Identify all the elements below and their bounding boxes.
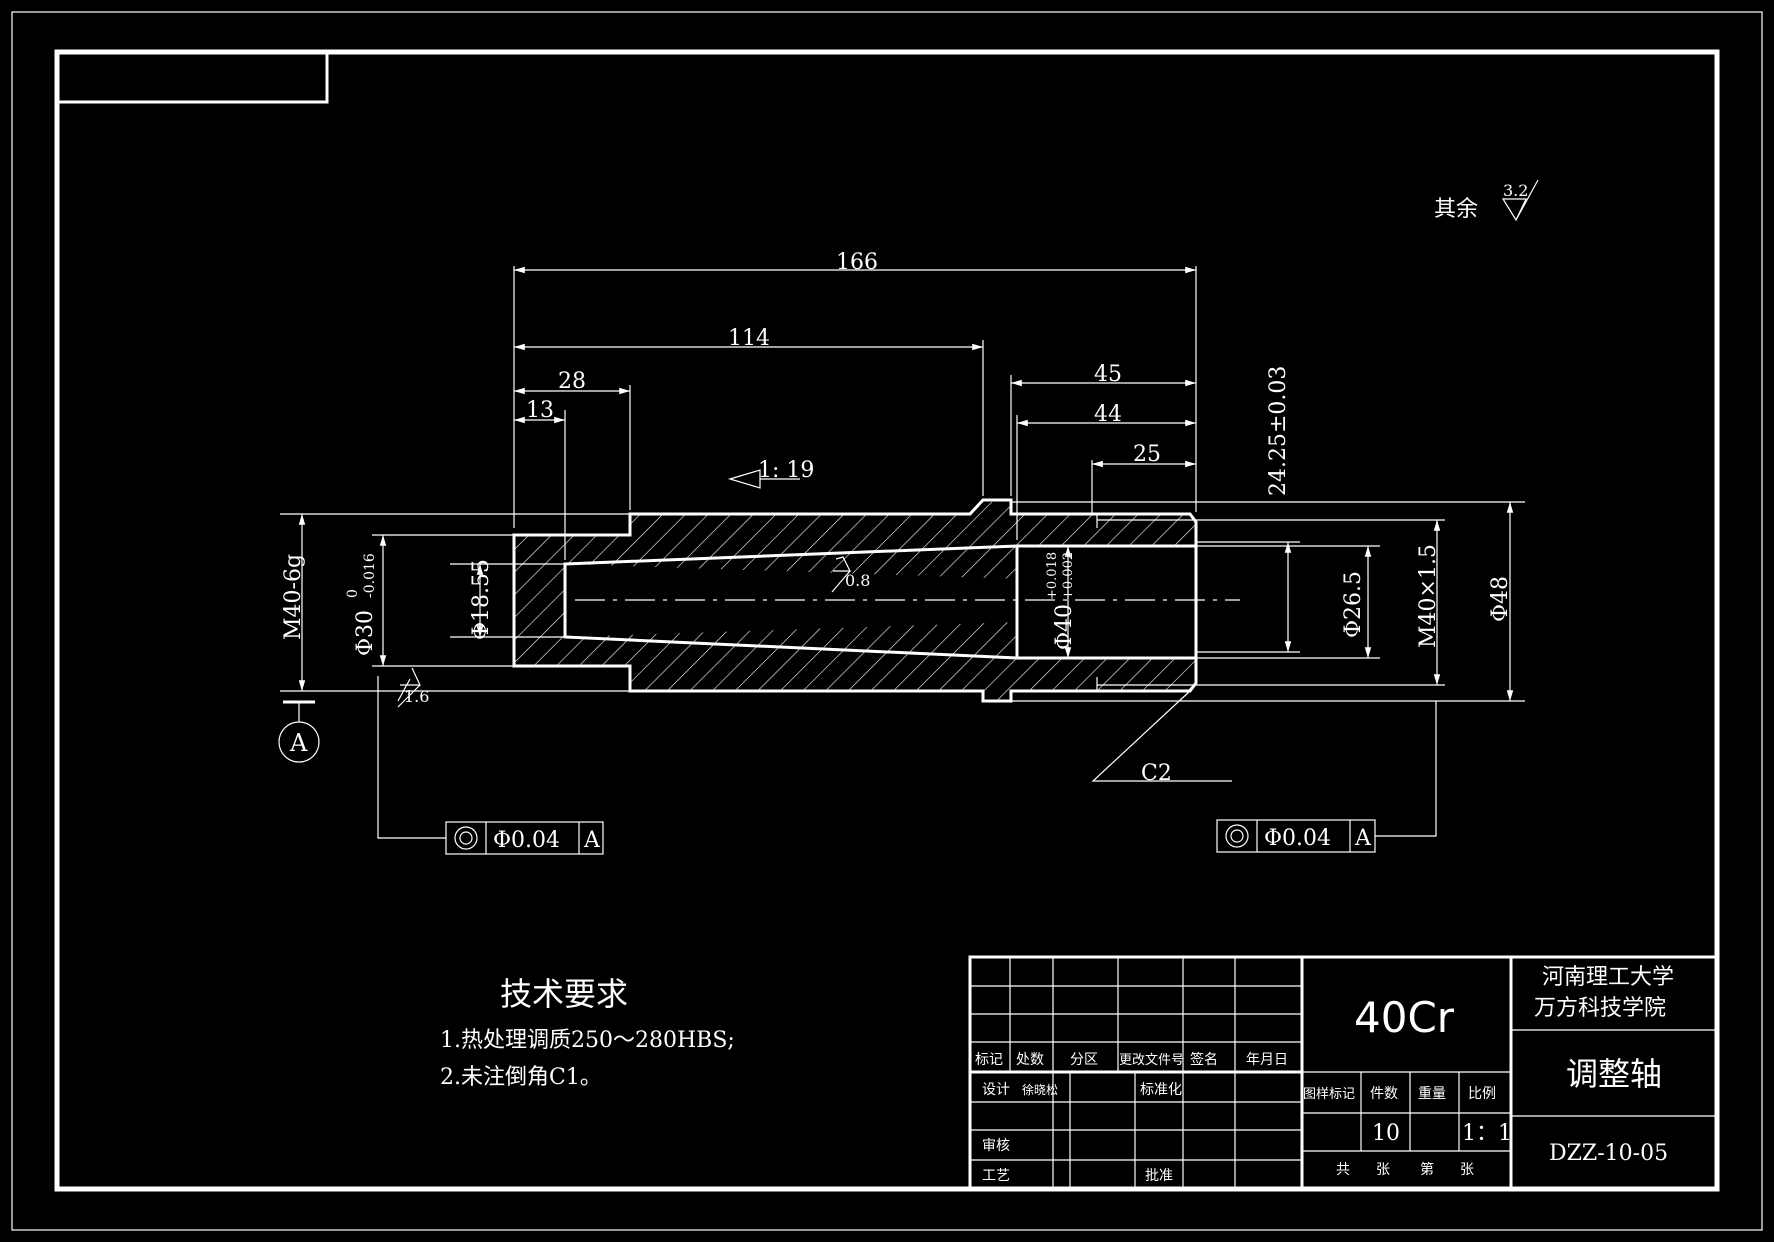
svg-text:图样标记: 图样标记 (1303, 1087, 1355, 1102)
svg-text:A: A (289, 729, 308, 757)
svg-text:张: 张 (1376, 1162, 1390, 1178)
svg-text:0.8: 0.8 (845, 571, 870, 590)
part-name: 调整轴 (1566, 1055, 1662, 1093)
svg-text:第: 第 (1420, 1161, 1434, 1178)
svg-text:Φ0.04: Φ0.04 (1264, 826, 1331, 851)
section-hatch (514, 502, 1196, 701)
general-roughness-note: 其余 3.2 (1434, 179, 1539, 222)
dim-24-25: 24.25±0.03 (1266, 366, 1291, 496)
dim-114: 114 (728, 326, 770, 351)
drawing-frame (54, 49, 1720, 1192)
svg-text:设计: 设计 (982, 1082, 1010, 1098)
dim-25: 25 (1133, 442, 1161, 467)
svg-text:分区: 分区 (1070, 1052, 1098, 1068)
taper-ratio: 1: 19 (758, 458, 814, 483)
svg-text:处数: 处数 (1016, 1052, 1044, 1068)
svg-text:-0.016: -0.016 (362, 553, 378, 598)
svg-text:工艺: 工艺 (982, 1168, 1010, 1184)
sheet-border (11, 11, 1763, 1231)
svg-text:1.6: 1.6 (404, 687, 429, 706)
svg-text:重量: 重量 (1418, 1086, 1446, 1102)
dim-m40-6g: M40-6g (281, 554, 306, 640)
svg-text:签名: 签名 (1190, 1051, 1218, 1068)
dim-dia26: Φ26.5 (1341, 571, 1366, 638)
chamfer-label: C2 (1141, 761, 1172, 786)
dim-44: 44 (1094, 402, 1122, 427)
svg-text:万方科技学院: 万方科技学院 (1534, 996, 1666, 1021)
dim-dia40: Φ40 (1052, 604, 1077, 650)
svg-text:A: A (1354, 826, 1372, 851)
svg-text:3.2: 3.2 (1503, 181, 1528, 200)
svg-text:+0.018: +0.018 (1045, 552, 1060, 600)
svg-text:A: A (583, 828, 601, 853)
dim-dia48: Φ48 (1488, 576, 1513, 622)
tolerance-frame-right: Φ0.04 A (1216, 701, 1437, 853)
svg-text:批准: 批准 (1145, 1168, 1173, 1184)
svg-text:10: 10 (1372, 1121, 1400, 1146)
svg-text:件数: 件数 (1370, 1086, 1398, 1102)
dimensions: 166 114 28 13 45 44 25 1: 19 0.8 M40-6g (280, 250, 1525, 786)
svg-text:+0.002: +0.002 (1061, 552, 1076, 600)
svg-text:标准化: 标准化 (1140, 1082, 1182, 1098)
dim-166: 166 (836, 250, 878, 275)
svg-text:1：1: 1：1 (1462, 1121, 1512, 1146)
svg-text:河南理工大学: 河南理工大学 (1542, 965, 1674, 990)
corner-code-box (55, 50, 329, 104)
drawing-number: DZZ-10-05 (1549, 1141, 1668, 1166)
datum-marker: A (278, 700, 320, 763)
dim-45: 45 (1094, 362, 1122, 387)
dim-13: 13 (526, 398, 554, 423)
svg-text:0: 0 (345, 589, 361, 598)
svg-text:比例: 比例 (1468, 1086, 1496, 1102)
dim-dia18: Φ18.55 (469, 559, 494, 640)
material: 40Cr (1354, 993, 1455, 1042)
svg-text:其余: 其余 (1434, 197, 1478, 222)
svg-text:标记: 标记 (975, 1052, 1003, 1068)
svg-text:年月日: 年月日 (1246, 1052, 1288, 1068)
tech-requirements: 技术要求 1.热处理调质250～280HBS; 2.未注倒角C1。 (440, 975, 735, 1090)
tech-requirements-title: 技术要求 (500, 975, 628, 1013)
inner-bore (563, 544, 1196, 660)
svg-text:更改文件号: 更改文件号 (1119, 1053, 1184, 1068)
part-section (512, 498, 1240, 703)
title-block: 标记 处数 分区 更改文件号 签名 年月日 设计 徐晓松 标准化 审核 工艺 批… (968, 955, 1719, 1191)
dim-m40x1-5: M40×1.5 (1416, 544, 1441, 648)
svg-text:1.热处理调质250～280HBS;: 1.热处理调质250～280HBS; (440, 1028, 735, 1053)
svg-text:徐晓松: 徐晓松 (1022, 1082, 1058, 1097)
dim-28: 28 (558, 369, 586, 394)
dim-dia30: Φ30 (353, 610, 378, 656)
svg-text:共: 共 (1336, 1162, 1350, 1178)
svg-text:Φ0.04: Φ0.04 (493, 828, 560, 853)
svg-text:2.未注倒角C1。: 2.未注倒角C1。 (440, 1065, 602, 1090)
tolerance-frame-left: Φ0.04 A (377, 676, 604, 855)
svg-text:审核: 审核 (982, 1138, 1010, 1154)
svg-text:张: 张 (1460, 1162, 1474, 1178)
